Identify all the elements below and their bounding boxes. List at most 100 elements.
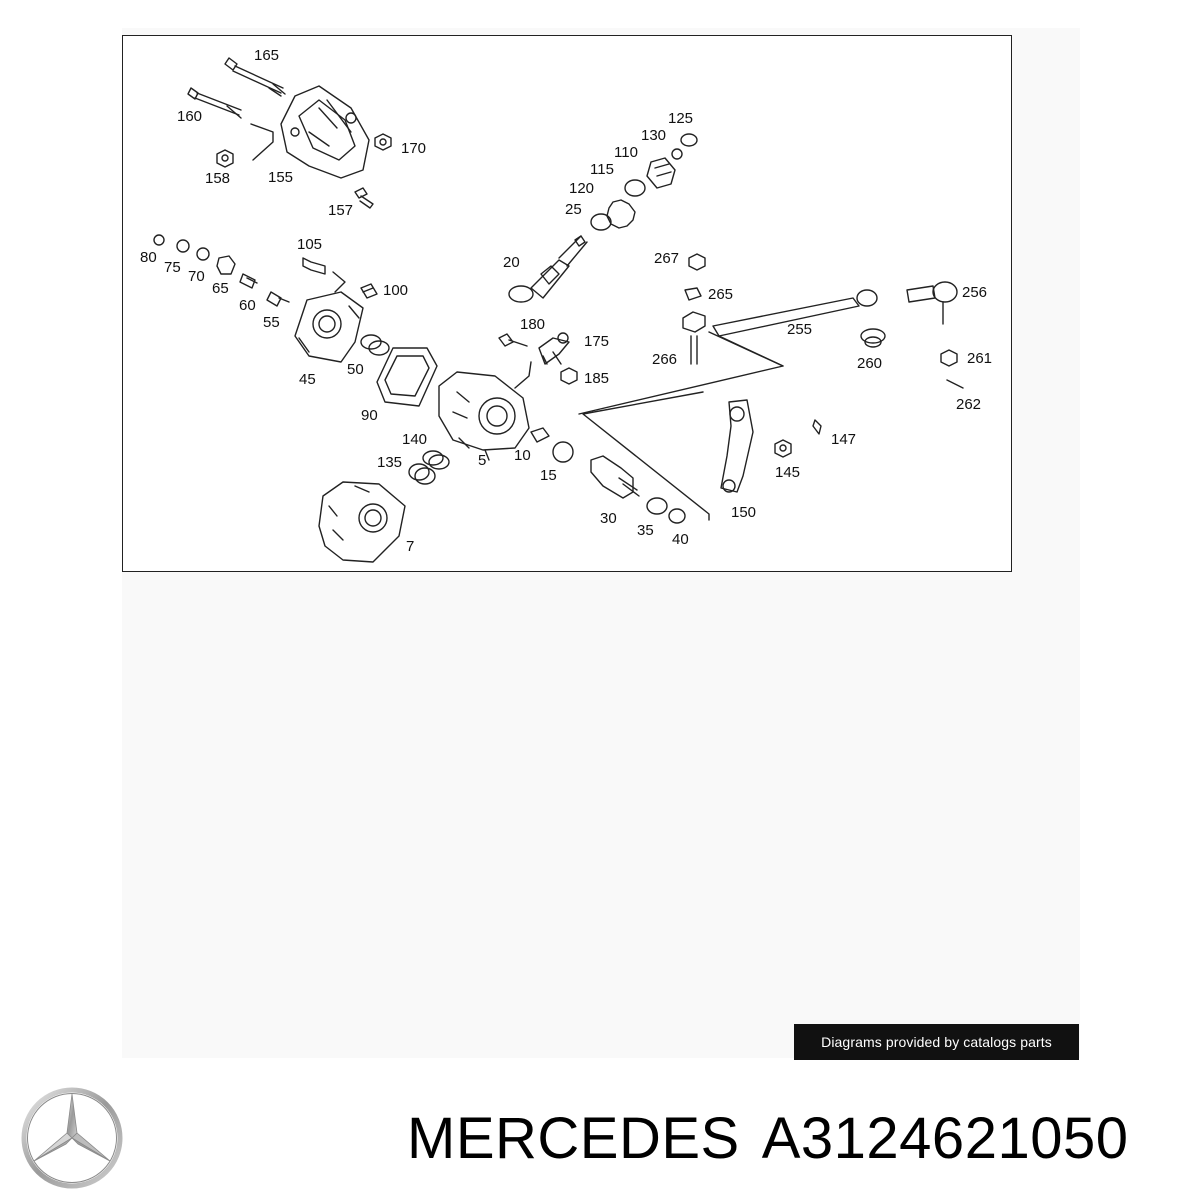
cover-7 [318, 481, 406, 563]
parts-diagram: 165 160 170 158 155 157 125 130 110 115 … [122, 35, 1012, 572]
screw-157 [354, 187, 374, 209]
locknut-115 [624, 179, 646, 197]
nut-185 [560, 367, 578, 385]
cotter-pin-147 [812, 419, 822, 435]
screw-180 [498, 333, 528, 347]
label-255: 255 [787, 321, 812, 338]
boot-260 [860, 328, 886, 348]
clamp-266 [682, 311, 706, 365]
label-45: 45 [299, 371, 316, 388]
nut-267 [688, 253, 706, 271]
tie-rod-end-256 [906, 281, 958, 325]
label-100: 100 [383, 282, 408, 299]
gasket-90 [376, 347, 438, 407]
label-65: 65 [212, 280, 229, 297]
o-ring-15 [552, 441, 574, 463]
label-115: 115 [590, 161, 614, 178]
label-170: 170 [401, 140, 426, 157]
ring-130 [671, 148, 683, 160]
castle-nut-145 [774, 439, 792, 458]
label-70: 70 [188, 268, 205, 285]
label-130: 130 [641, 127, 666, 144]
adjuster-110 [646, 157, 676, 189]
housing-cover-155 [280, 85, 370, 179]
label-267: 267 [654, 250, 679, 267]
input-shaft-20 [508, 235, 588, 303]
label-265: 265 [708, 286, 733, 303]
sector-shaft-30 [590, 455, 640, 499]
label-90: 90 [361, 407, 378, 424]
label-105: 105 [297, 236, 322, 253]
diagram-credit-badge: Diagrams provided by catalogs parts [794, 1024, 1079, 1060]
fitting-65 [216, 255, 236, 275]
label-75: 75 [164, 259, 181, 276]
label-20: 20 [503, 254, 520, 271]
steering-gear-5 [438, 361, 532, 461]
bolt-55 [266, 291, 290, 307]
nut-261 [940, 349, 958, 367]
label-147: 147 [831, 431, 856, 448]
plug-100 [360, 283, 378, 299]
label-10: 10 [514, 447, 531, 464]
bolt-160 [187, 87, 242, 119]
nut-158 [216, 149, 234, 168]
label-150: 150 [731, 504, 756, 521]
bearing-35 [646, 497, 668, 515]
label-261: 261 [967, 350, 992, 367]
label-175: 175 [584, 333, 609, 350]
label-40: 40 [672, 531, 689, 548]
label-30: 30 [600, 510, 617, 527]
ring-135 [408, 463, 436, 485]
nut-170 [374, 133, 392, 151]
part-labels: 165 160 170 158 155 157 125 130 110 115 … [140, 47, 992, 555]
label-125: 125 [668, 110, 693, 127]
exploded-view-drawing: 165 160 170 158 155 157 125 130 110 115 … [140, 47, 992, 563]
seal-140 [422, 450, 450, 470]
label-35: 35 [637, 522, 654, 539]
seal-25 [590, 213, 612, 231]
label-256: 256 [962, 284, 987, 301]
cotter-pin-262 [946, 379, 964, 389]
label-5: 5 [478, 452, 486, 469]
seal-80 [153, 234, 165, 246]
plug-60 [239, 273, 258, 289]
bush-50 [360, 334, 390, 356]
label-80: 80 [140, 249, 157, 266]
screw-105 [302, 257, 346, 293]
label-110: 110 [614, 144, 638, 161]
label-266: 266 [652, 351, 677, 368]
seal-40 [668, 508, 686, 524]
label-15: 15 [540, 467, 557, 484]
label-140: 140 [402, 431, 427, 448]
label-185: 185 [584, 370, 609, 387]
universal-joint-175 [538, 332, 570, 365]
washer-70 [196, 247, 210, 261]
leader-line [250, 123, 274, 161]
label-135: 135 [377, 454, 402, 471]
label-262: 262 [956, 396, 981, 413]
lockwasher-120 [606, 199, 636, 229]
pitman-arm-150 [720, 399, 754, 493]
label-25: 25 [565, 201, 582, 218]
leader-line [578, 335, 784, 415]
label-7: 7 [406, 538, 414, 555]
plug-10 [530, 427, 550, 443]
valve-housing-45 [294, 291, 364, 363]
bolt-165 [224, 57, 286, 97]
label-180: 180 [520, 316, 545, 333]
label-50: 50 [347, 361, 364, 378]
label-157: 157 [328, 202, 353, 219]
label-60: 60 [239, 297, 256, 314]
ring-125 [680, 133, 698, 147]
label-120: 120 [569, 180, 594, 197]
label-260: 260 [857, 355, 882, 372]
label-165: 165 [254, 47, 279, 64]
label-55: 55 [263, 314, 280, 331]
ring-75 [176, 239, 190, 253]
clamp-265 [684, 287, 702, 301]
leader-line [582, 391, 710, 521]
label-145: 145 [775, 464, 800, 481]
mercedes-star-icon [20, 1086, 124, 1190]
label-155: 155 [268, 169, 293, 186]
